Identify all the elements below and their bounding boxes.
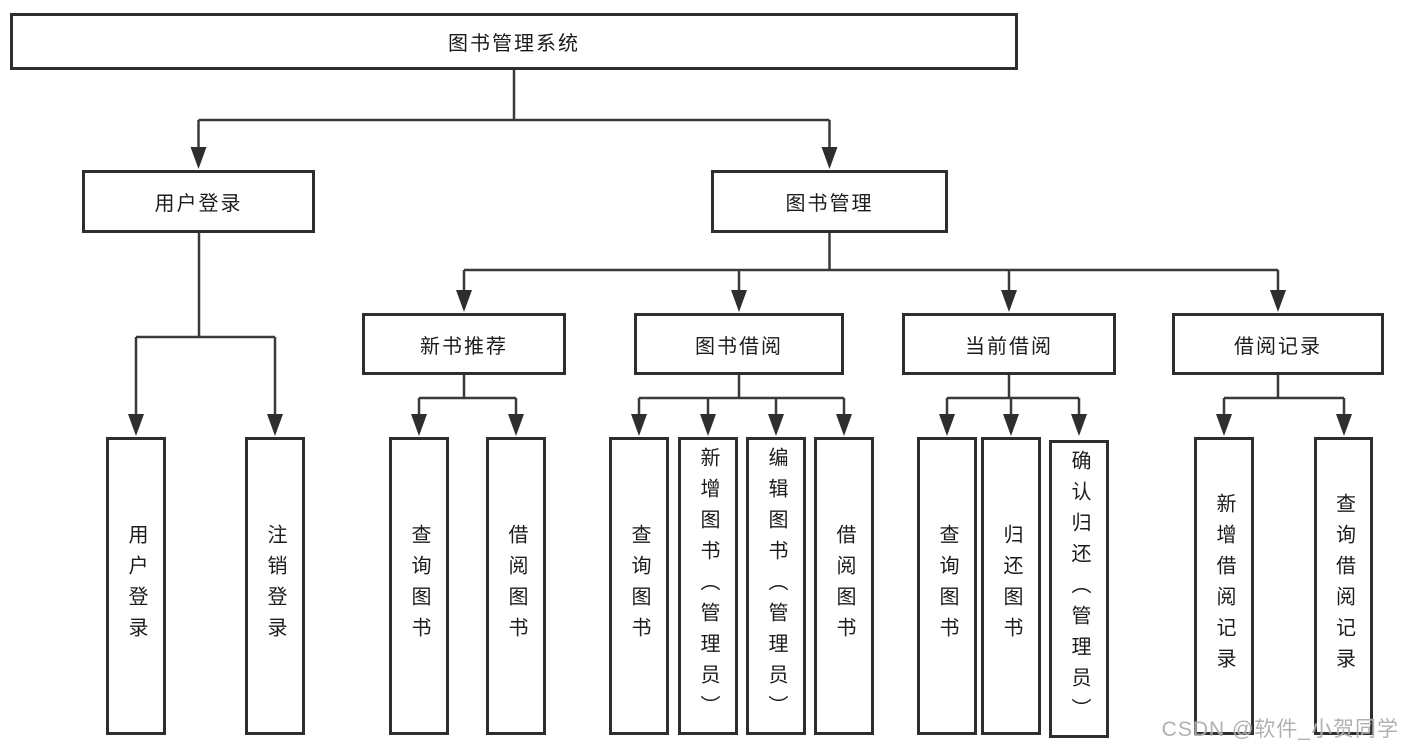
node-current-borrowing: 当前借阅 bbox=[902, 313, 1116, 375]
node-user-login-branch-label: 用户登录 bbox=[154, 193, 243, 215]
leaf-nbr-query-books: 查询图书 bbox=[389, 437, 449, 735]
leaf-bb-edit-books-admin: 编辑图书（管理员） bbox=[746, 437, 806, 735]
leaf-cb-return-books-label: 归还图书 bbox=[1000, 524, 1022, 648]
node-book-management-label: 图书管理 bbox=[785, 193, 874, 215]
node-book-borrowing-label: 图书借阅 bbox=[695, 335, 783, 358]
leaf-cb-query-books-label: 查询图书 bbox=[936, 524, 958, 648]
leaf-bb-add-books-admin: 新增图书（管理员） bbox=[678, 437, 738, 735]
leaf-user-login: 用户登录 bbox=[106, 437, 166, 735]
node-current-borrowing-label: 当前借阅 bbox=[965, 335, 1053, 358]
leaf-nbr-borrow-books: 借阅图书 bbox=[486, 437, 546, 735]
leaf-logout-label: 注销登录 bbox=[264, 524, 286, 648]
node-book-management: 图书管理 bbox=[711, 170, 948, 233]
leaf-br-query-borrow-record: 查询借阅记录 bbox=[1314, 437, 1373, 735]
leaf-nbr-query-books-label: 查询图书 bbox=[408, 524, 430, 648]
leaf-bb-query-books-label: 查询图书 bbox=[628, 524, 650, 648]
leaf-cb-confirm-return-admin: 确认归还（管理员） bbox=[1049, 440, 1109, 738]
node-new-book-recommendation-label: 新书推荐 bbox=[420, 335, 508, 358]
leaf-bb-query-books: 查询图书 bbox=[609, 437, 669, 735]
csdn-watermark: CSDN @软件_小贺同学 bbox=[1161, 718, 1399, 741]
node-borrowing-records: 借阅记录 bbox=[1172, 313, 1384, 375]
leaf-bb-borrow-books: 借阅图书 bbox=[814, 437, 874, 735]
leaf-cb-confirm-return-admin-label: 确认归还（管理员） bbox=[1068, 449, 1090, 729]
leaf-cb-return-books: 归还图书 bbox=[981, 437, 1041, 735]
leaf-br-add-borrow-record: 新增借阅记录 bbox=[1194, 437, 1254, 735]
leaf-bb-add-books-admin-label: 新增图书（管理员） bbox=[697, 446, 719, 726]
leaf-bb-edit-books-admin-label: 编辑图书（管理员） bbox=[765, 446, 787, 726]
leaf-bb-borrow-books-label: 借阅图书 bbox=[833, 524, 855, 648]
node-new-book-recommendation: 新书推荐 bbox=[362, 313, 566, 375]
leaf-cb-query-books: 查询图书 bbox=[917, 437, 977, 735]
leaf-br-add-borrow-record-label: 新增借阅记录 bbox=[1213, 493, 1235, 679]
node-user-login-branch: 用户登录 bbox=[82, 170, 315, 233]
leaf-user-login-label: 用户登录 bbox=[125, 524, 147, 648]
node-borrowing-records-label: 借阅记录 bbox=[1234, 335, 1322, 358]
leaf-logout: 注销登录 bbox=[245, 437, 305, 735]
node-library-system: 图书管理系统 bbox=[10, 13, 1018, 70]
leaf-br-query-borrow-record-label: 查询借阅记录 bbox=[1332, 493, 1355, 679]
leaf-nbr-borrow-books-label: 借阅图书 bbox=[505, 524, 527, 648]
node-library-system-label: 图书管理系统 bbox=[448, 33, 580, 55]
node-book-borrowing: 图书借阅 bbox=[634, 313, 844, 375]
